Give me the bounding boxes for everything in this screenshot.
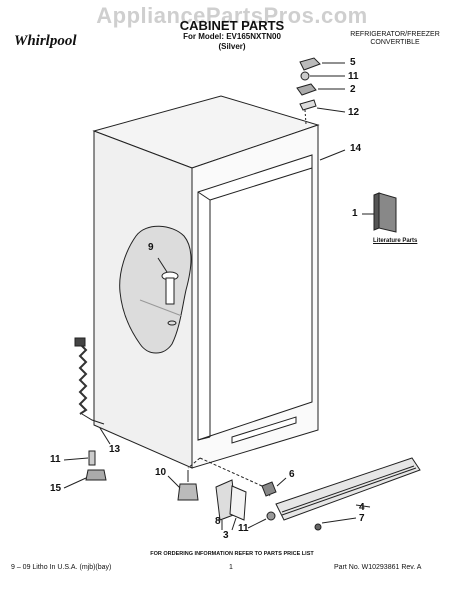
part-13-power-cord (74, 337, 111, 445)
ordering-note: FOR ORDERING INFORMATION REFER TO PARTS … (150, 551, 314, 557)
callout-6: 6 (289, 469, 295, 480)
callout-5: 5 (350, 57, 356, 68)
page-number: 1 (229, 564, 233, 571)
variant-line: (Silver) (218, 42, 246, 51)
callout-11-top: 11 (348, 71, 359, 82)
watermark: AppliancePartsPros.com (96, 3, 368, 28)
part-11-screw-bottom (266, 511, 276, 521)
callout-7: 7 (359, 513, 365, 524)
callout-8: 8 (215, 516, 221, 527)
part-10-leveling-leg (167, 470, 199, 501)
whirlpool-logo: Whirlpool (14, 33, 77, 49)
page-title: CABINET PARTS (179, 18, 285, 33)
part-2-hinge (296, 83, 317, 96)
literature-parts-label: Literature Parts (373, 238, 418, 244)
callout-11-bottom: 11 (238, 523, 249, 534)
category-label: REFRIGERATOR/FREEZER CONVERTIBLE (332, 31, 458, 47)
model-line: For Model: EV165NXTN00 (183, 32, 281, 41)
category-line-1: REFRIGERATOR/FREEZER (350, 31, 440, 38)
callout-10: 10 (155, 467, 167, 478)
callout-9: 9 (148, 242, 154, 253)
part-3-bracket (229, 485, 247, 521)
part-5-hinge-cap (299, 57, 321, 71)
callout-14: 14 (350, 143, 362, 154)
cabinet-opening (197, 154, 313, 441)
part-11-screw-left (88, 450, 96, 466)
callout-11-left: 11 (50, 454, 61, 465)
callout-2: 2 (350, 84, 356, 95)
callout-4: 4 (359, 502, 365, 513)
part-7-screw (314, 523, 322, 531)
callout-1: 1 (352, 208, 358, 219)
callout-12: 12 (348, 107, 360, 118)
part-15-foot (85, 469, 107, 481)
category-line-2: CONVERTIBLE (370, 39, 420, 46)
part-9-bolt (157, 257, 179, 326)
part-11-screw-top (300, 71, 310, 81)
part-number: Part No. W10293861 Rev. A (334, 564, 422, 571)
part-6-clip (261, 481, 277, 497)
callout-3: 3 (223, 530, 229, 541)
callout-15: 15 (50, 483, 62, 494)
callout-13: 13 (109, 444, 121, 455)
model-info: For Model: EV165NXTN00 (Silver) (120, 32, 344, 52)
litho-info: 9 – 09 Litho In U.S.A. (mjb)(bay) (11, 564, 112, 571)
part-12-washer (299, 99, 317, 111)
part-1-literature (378, 192, 397, 233)
